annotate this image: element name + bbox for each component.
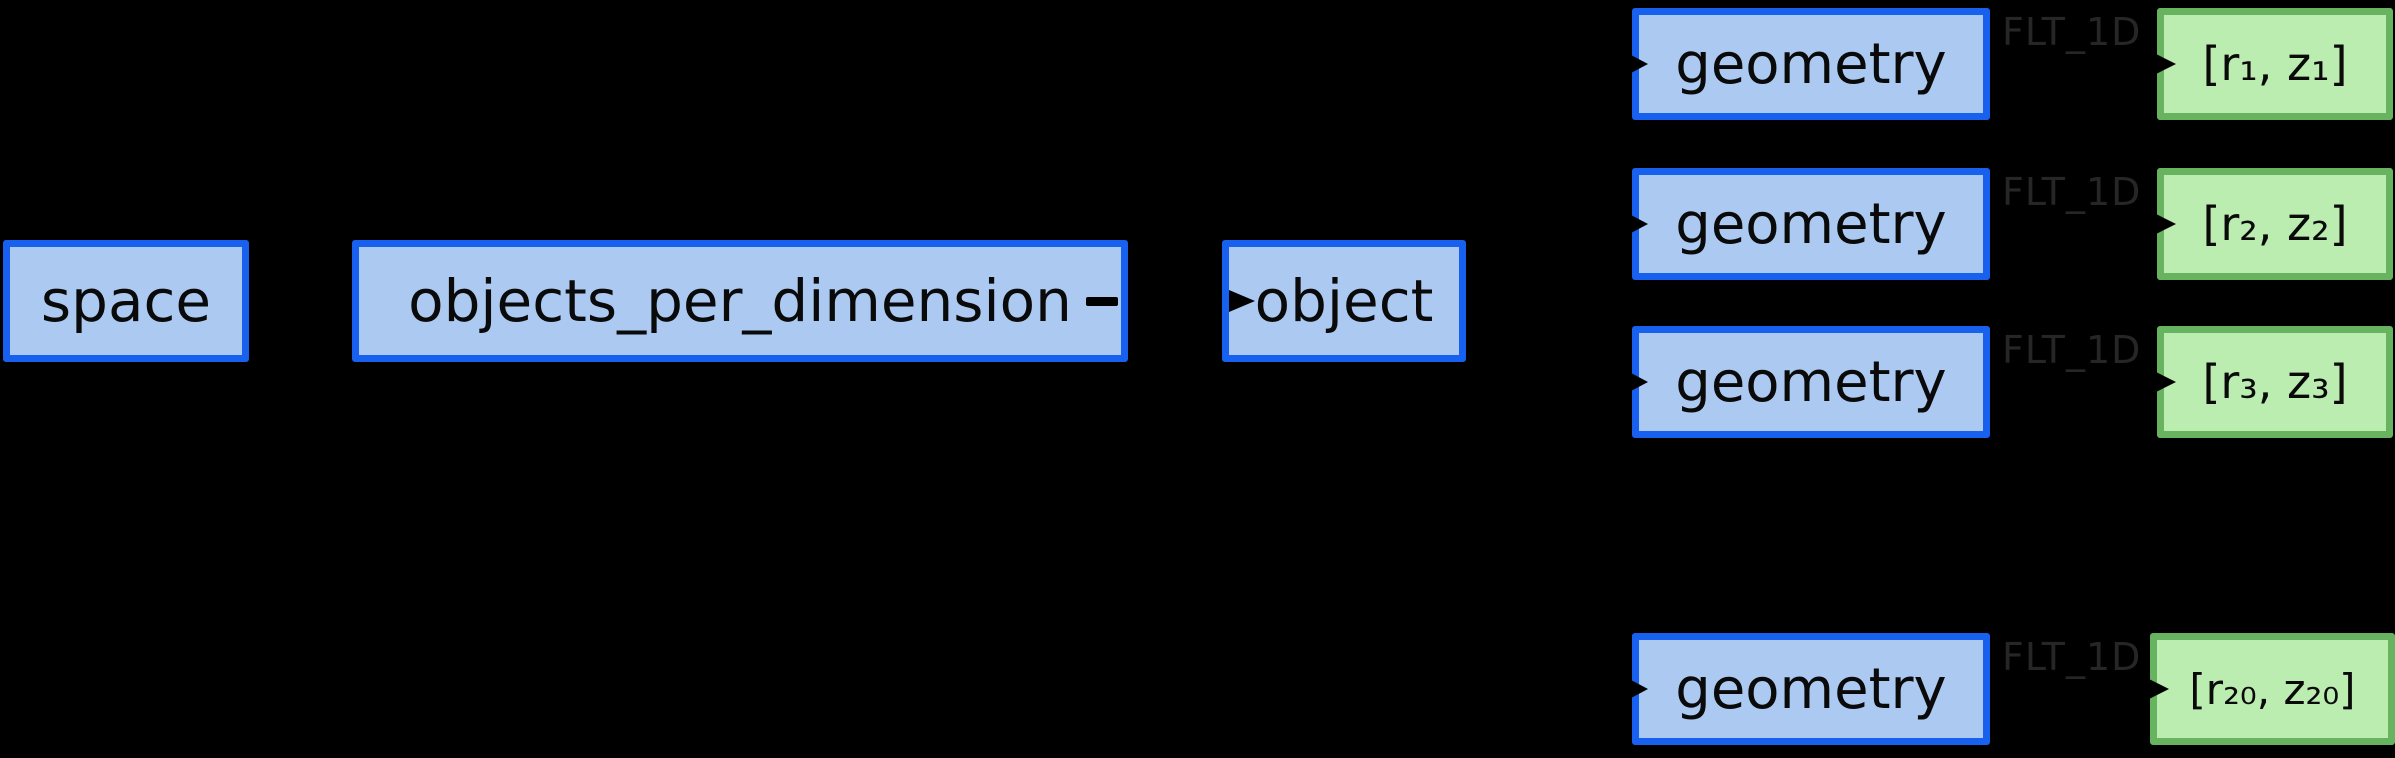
leaf-r2-z2: [r₂, z₂] [2157,168,2393,280]
node-geometry-2: geometry [1632,168,1990,280]
arrowhead-mark-geometry-1 [1631,55,1648,73]
arrowhead-mark-leaf-3 [2156,372,2176,392]
edge-label-flt-1d-2: FLT_1D [2002,170,2142,214]
leaf-r1-z1: [r₁, z₁] [2157,8,2393,120]
edge-tail-mark-objects-per-dimension [1086,297,1118,306]
arrowhead-mark-leaf-1 [2156,54,2176,74]
edge-label-flt-1d-1: FLT_1D [2002,10,2142,54]
node-object-label: object [1254,267,1434,335]
node-objects-per-dimension-label: objects_per_dimension [408,267,1072,335]
leaf-r20-z20: [r₂₀, z₂₀] [2150,633,2395,745]
leaf-r1-z1-label: [r₁, z₁] [2202,37,2348,91]
leaf-r3-z3: [r₃, z₃] [2157,326,2393,438]
arrowhead-mark-object [1229,290,1255,312]
node-geometry-3: geometry [1632,326,1990,438]
node-geometry-2-label: geometry [1675,191,1947,257]
node-geometry-3-label: geometry [1675,349,1947,415]
edge-label-flt-1d-3: FLT_1D [2002,328,2142,372]
leaf-r3-z3-label: [r₃, z₃] [2202,355,2348,409]
arrowhead-mark-leaf-20 [2149,679,2169,699]
node-object: object [1222,240,1466,362]
node-geometry-20: geometry [1632,633,1990,745]
edge-label-flt-1d-20: FLT_1D [2002,635,2142,679]
arrowhead-mark-geometry-3 [1631,373,1648,391]
node-geometry-1-label: geometry [1675,31,1947,97]
node-objects-per-dimension: objects_per_dimension [352,240,1128,362]
node-space-label: space [40,267,212,335]
arrowhead-mark-geometry-2 [1631,215,1648,233]
node-space: space [3,240,249,362]
node-geometry-20-label: geometry [1675,656,1947,722]
leaf-r2-z2-label: [r₂, z₂] [2202,197,2348,251]
arrowhead-mark-leaf-2 [2156,214,2176,234]
node-geometry-1: geometry [1632,8,1990,120]
leaf-r20-z20-label: [r₂₀, z₂₀] [2189,664,2356,714]
arrowhead-mark-geometry-20 [1631,680,1648,698]
